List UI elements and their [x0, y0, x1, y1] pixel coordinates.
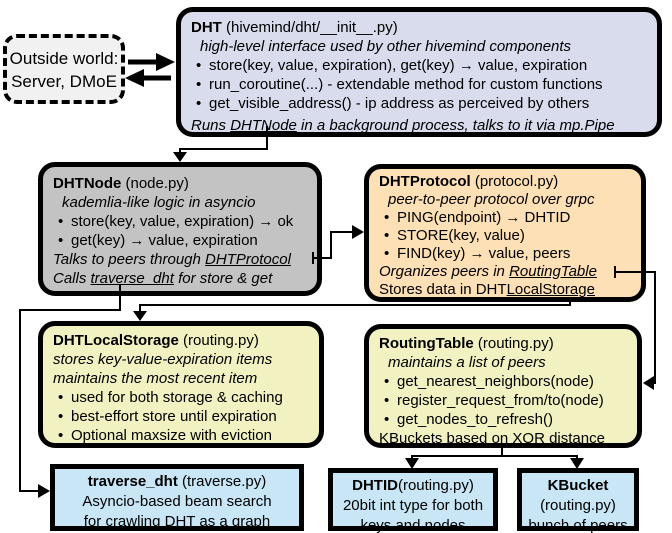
kbucket-line2: (routing.py): [540, 497, 616, 514]
kbucket-box: KBucket (routing.py) bunch of peers: [517, 468, 639, 533]
dhtnode-title: DHTNode (node.py): [53, 175, 189, 192]
dhtlocalstorage-title: DHTLocalStorage (routing.py): [53, 332, 259, 349]
routingtable-title: RoutingTable (routing.py): [379, 335, 554, 352]
dhtlocalstorage-tagline-2: maintains the most recent item: [53, 370, 258, 387]
dhtprotocol-bullet-3: •FIND(key) → value, peers: [384, 245, 571, 262]
routingtable-footer: KBuckets based on XOR distance: [379, 430, 605, 447]
dhtprotocol-note-2: Stores data in DHTLocalStorage: [379, 281, 595, 298]
arrow-routingtable-to-children: [405, 448, 584, 469]
routingtable-bullet-1: •get_nearest_neighbors(node): [384, 373, 594, 390]
dht-box: DHT (hivemind/dht/__init__.py) high-leve…: [176, 7, 662, 137]
arrow-dht-to-outside: [125, 69, 171, 87]
dht-bullet-3: •get_visible_address() - ip address as p…: [196, 95, 590, 112]
dht-title: DHT (hivemind/dht/__init__.py): [191, 19, 398, 36]
dhtid-line3: keys and nodes: [360, 517, 466, 533]
outside-world-box: Outside world: Server, DMoE: [3, 34, 125, 104]
dhtnode-note-2: Calls traverse_dht for store & get: [53, 270, 273, 287]
traverse-dht-title: traverse_dht (traverse.py): [87, 473, 267, 490]
kbucket-line3: bunch of peers: [528, 517, 628, 533]
dhtprotocol-bullet-1: •PING(endpoint) → DHTID: [384, 209, 571, 226]
dhtid-box: DHTID(routing.py) 20bit int type for bot…: [328, 468, 498, 533]
dhtprotocol-title: DHTProtocol (protocol.py): [379, 173, 559, 190]
dht-footer: Runs DHTNode in a background process, ta…: [191, 117, 615, 134]
dhtnode-bullet-1: •store(key, value, expiration) → ok: [58, 213, 294, 230]
dhtid-title: DHTID(routing.py): [352, 477, 474, 494]
dht-bullet-2: •run_coroutine(...) - extendable method …: [196, 76, 603, 93]
traverse-dht-line2: Asyncio-based beam search: [82, 493, 272, 510]
dhtnode-note-1: Talks to peers through DHTProtocol: [53, 251, 291, 268]
dhtid-line2: 20bit int type for both: [342, 497, 484, 514]
dht-bullet-1: •store(key, value, expiration), get(key)…: [196, 57, 588, 74]
dhtprotocol-note-1: Organizes peers in RoutingTable: [379, 263, 597, 280]
dhtlocalstorage-box: DHTLocalStorage (routing.py) stores key-…: [38, 321, 324, 448]
arrow-outside-to-dht: [128, 53, 175, 71]
dhtnode-bullet-2: •get(key) → value, expiration: [58, 232, 258, 249]
dht-tagline: high-level interface used by other hivem…: [200, 38, 572, 55]
dhtlocalstorage-tagline-1: stores key-value-expiration items: [53, 351, 273, 368]
routingtable-box: RoutingTable (routing.py) maintains a li…: [364, 324, 642, 448]
dhtlocalstorage-bullet-1: •used for both storage & caching: [58, 389, 283, 406]
dhtnode-box: DHTNode (node.py) kademlia-like logic in…: [38, 162, 322, 296]
routingtable-tagline: maintains a list of peers: [388, 354, 546, 371]
traverse-dht-box: traverse_dht (traverse.py) Asyncio-based…: [50, 464, 304, 531]
routingtable-bullet-3: •get_nodes_to_refresh(): [384, 411, 553, 428]
dhtprotocol-bullet-2: •STORE(key, value): [384, 227, 525, 244]
routingtable-bullet-2: •register_request_from/to(node): [384, 392, 604, 409]
dhtprotocol-tagline: peer-to-peer protocol over grpc: [388, 191, 595, 208]
dhtlocalstorage-bullet-2: •best-effort store until expiration: [58, 408, 277, 425]
outside-world-line1: Outside world:: [9, 49, 119, 68]
kbucket-title: KBucket: [547, 477, 609, 494]
traverse-dht-line3: for crawling DHT as a graph: [83, 513, 271, 530]
dhtprotocol-box: DHTProtocol (protocol.py) peer-to-peer p…: [364, 164, 646, 302]
dhtlocalstorage-bullet-3: •Optional maxsize with eviction: [58, 427, 272, 444]
dhtnode-tagline: kademlia-like logic in asyncio: [62, 194, 256, 211]
outside-world-line2: Server, DMoE: [11, 72, 117, 91]
